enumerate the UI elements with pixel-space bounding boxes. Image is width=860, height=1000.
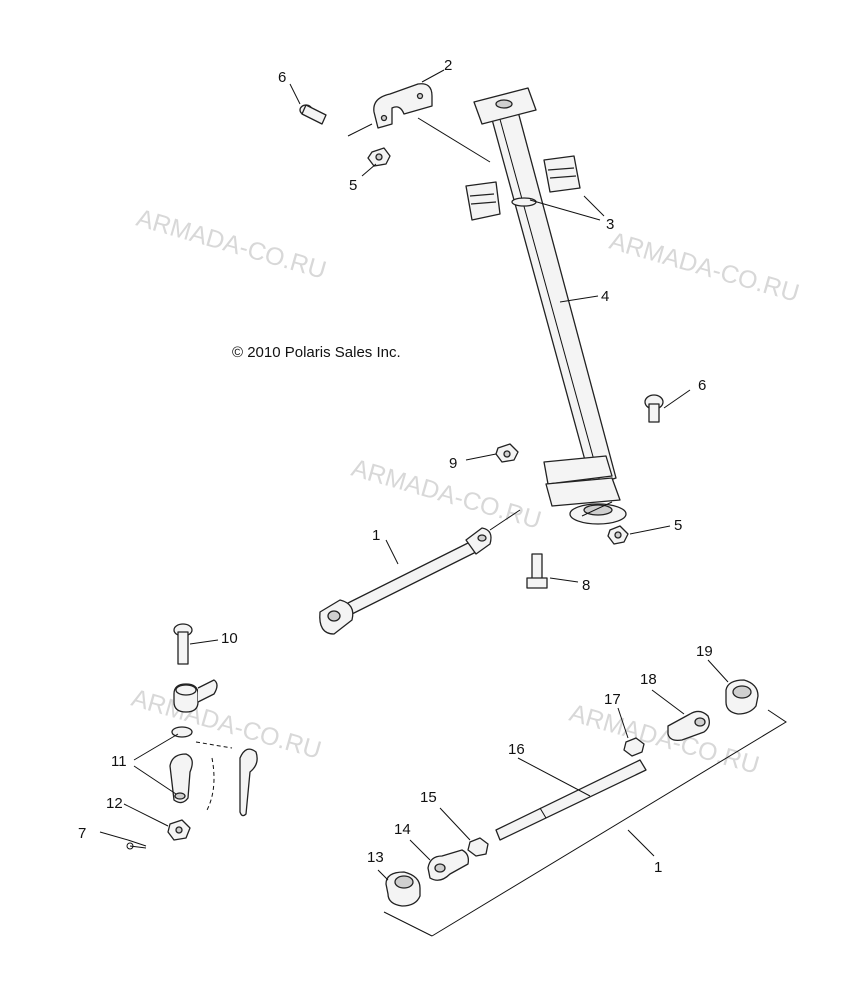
watermark-4: ARMADA-CO.RU	[128, 684, 324, 765]
callout-1-bottom: 1	[654, 859, 662, 876]
callout-14: 14	[394, 821, 411, 838]
callout-8: 8	[582, 577, 590, 594]
nut-12	[167, 819, 191, 841]
callout-18: 18	[640, 671, 657, 688]
callout-9: 9	[449, 455, 457, 472]
nut-right	[607, 525, 629, 545]
bolt-top	[299, 104, 327, 125]
bolt-10	[173, 623, 193, 665]
watermarks: ARMADA-CO.RU ARMADA-CO.RU ARMADA-CO.RU A…	[128, 204, 802, 780]
callout-12: 12	[106, 795, 123, 812]
callout-19: 19	[696, 643, 713, 660]
callout-4: 4	[601, 288, 609, 305]
watermark-1: ARMADA-CO.RU	[133, 204, 329, 285]
nut-top	[367, 147, 391, 167]
callout-5-right: 5	[674, 517, 682, 534]
callout-6-top: 6	[278, 69, 286, 86]
callout-3: 3	[606, 216, 614, 233]
tie-rod-exploded	[385, 679, 759, 907]
bushing-washers	[169, 679, 218, 804]
callout-7: 7	[78, 825, 86, 842]
bolt-8	[526, 553, 548, 589]
watermark-3: ARMADA-CO.RU	[348, 454, 544, 535]
watermark-2: ARMADA-CO.RU	[606, 227, 802, 308]
callout-16: 16	[508, 741, 525, 758]
bushings	[465, 155, 581, 221]
linkage-bracket	[195, 741, 258, 817]
callout-2: 2	[444, 57, 452, 74]
bolt-right	[644, 394, 664, 423]
copyright-text: © 2010 Polaris Sales Inc.	[232, 344, 401, 361]
callout-17: 17	[604, 691, 621, 708]
callout-labels: 2 6 5 3 4 6 9 5 1 8 10 11 12 7 13 14 15 …	[78, 57, 713, 876]
callout-5-top: 5	[349, 177, 357, 194]
callout-13: 13	[367, 849, 384, 866]
callout-11: 11	[111, 753, 127, 770]
leader-lines	[99, 69, 787, 937]
clamp	[373, 83, 433, 129]
nut-9	[495, 443, 519, 463]
cotter-pin	[126, 839, 147, 850]
callout-10: 10	[221, 630, 238, 647]
steering-column	[473, 87, 627, 525]
callout-15: 15	[420, 789, 437, 806]
tie-rod-assembly	[319, 527, 492, 635]
callout-6-right: 6	[698, 377, 706, 394]
callout-1-top: 1	[372, 527, 380, 544]
